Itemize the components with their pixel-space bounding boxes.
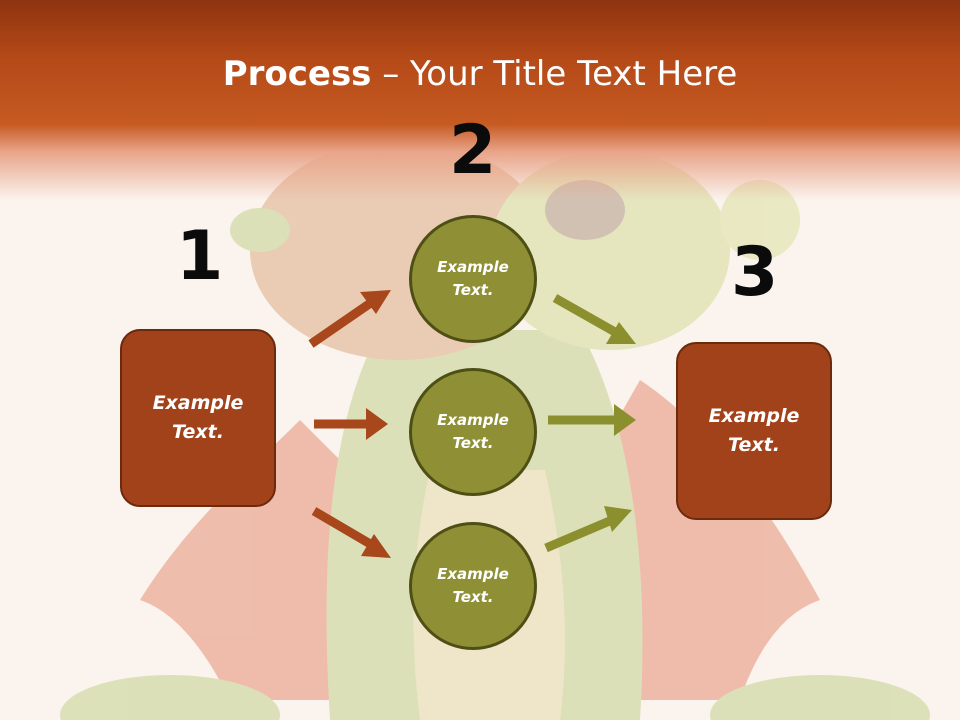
page-title: Process – Your Title Text Here bbox=[0, 52, 960, 96]
step-1-text: Example Text. bbox=[152, 392, 244, 443]
step-number-1: 1 bbox=[176, 217, 224, 296]
title-rest: – Your Title Text Here bbox=[371, 54, 738, 94]
title-bold: Process bbox=[222, 54, 372, 94]
arrow-from-top-circle bbox=[552, 294, 636, 344]
arrow-to-middle-circle bbox=[314, 408, 388, 440]
circle-bottom-text: Example Text. bbox=[437, 565, 509, 606]
arrow-from-bottom-circle bbox=[544, 506, 632, 553]
title-bar bbox=[0, 0, 960, 200]
arrow-to-bottom-circle bbox=[311, 507, 391, 558]
circle-middle-text: Example Text. bbox=[437, 411, 509, 452]
step-2-circle-bottom: Example Text. bbox=[409, 522, 537, 650]
arrow-to-top-circle bbox=[308, 290, 391, 348]
step-2-circle-top: Example Text. bbox=[409, 215, 537, 343]
step-3-text: Example Text. bbox=[708, 405, 800, 456]
circle-top-text: Example Text. bbox=[437, 258, 509, 299]
arrow-from-middle-circle bbox=[548, 404, 636, 436]
step-1-box: Example Text. bbox=[120, 329, 276, 507]
step-number-3: 3 bbox=[731, 233, 779, 312]
step-number-2: 2 bbox=[449, 111, 497, 190]
step-2-circle-middle: Example Text. bbox=[409, 368, 537, 496]
step-3-box: Example Text. bbox=[676, 342, 832, 520]
